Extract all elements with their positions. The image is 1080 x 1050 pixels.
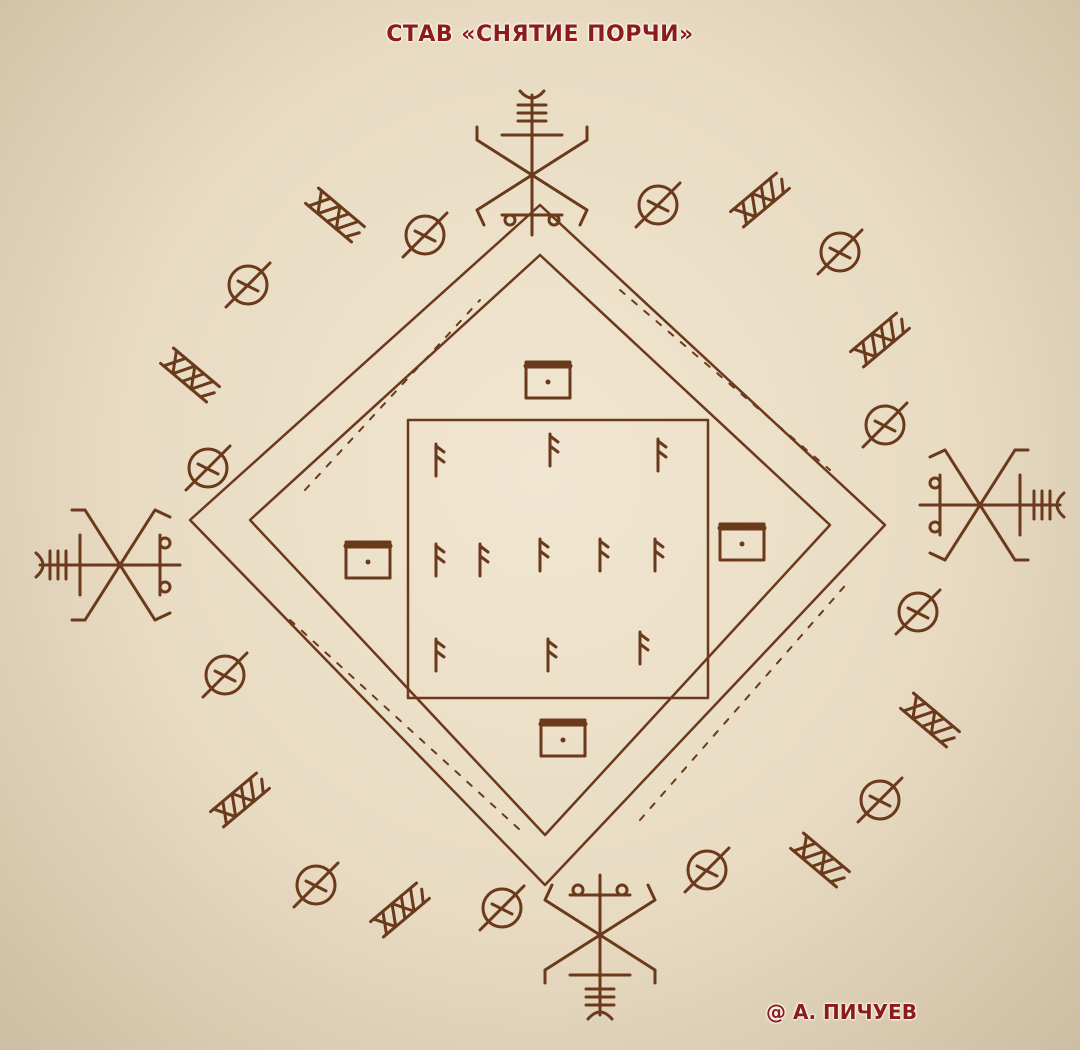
page-title: СТАВ «СНЯТИЕ ПОРЧИ» — [386, 22, 694, 47]
author-watermark: @ А. ПИЧУЕВ — [766, 1000, 917, 1024]
